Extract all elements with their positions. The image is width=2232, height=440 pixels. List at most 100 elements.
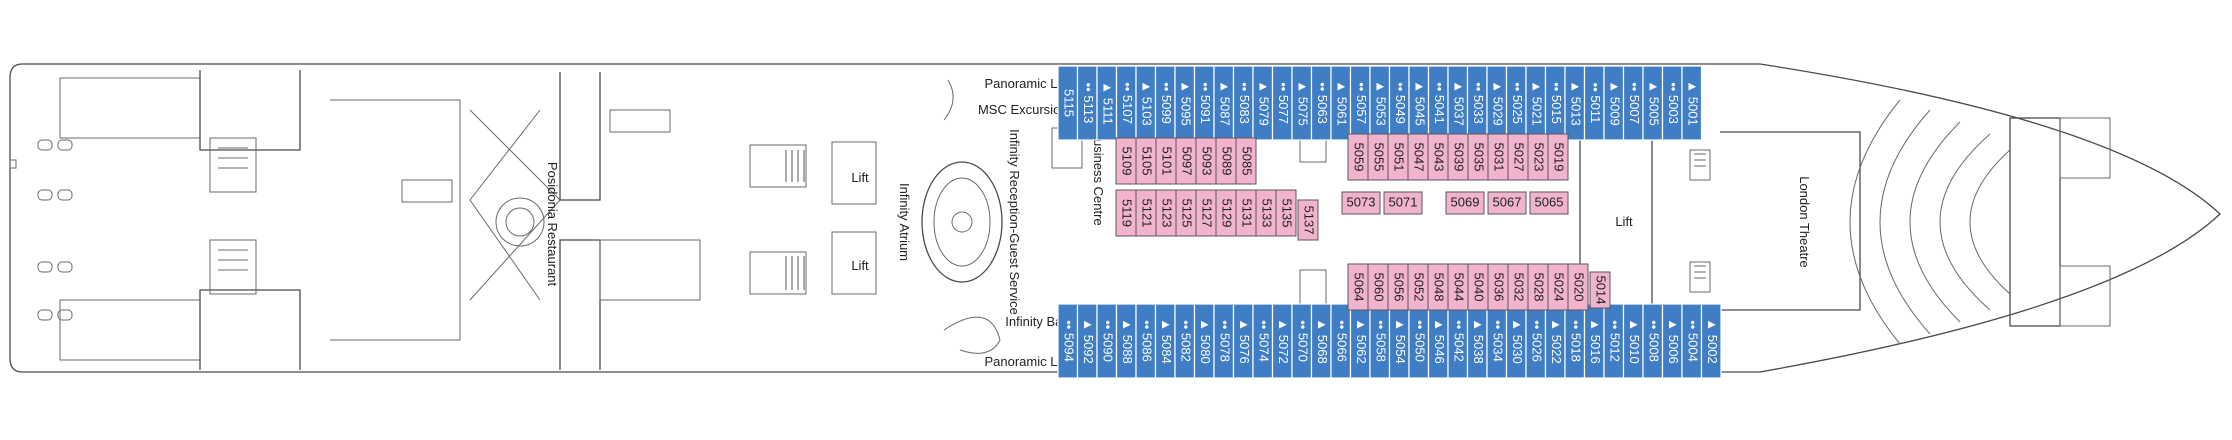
- inside-cabin-5035[interactable]: 5035: [1467, 133, 1489, 181]
- inside-cabin-5048[interactable]: 5048: [1427, 263, 1449, 311]
- inside-cabin-5065[interactable]: 5065: [1529, 191, 1569, 215]
- inside-cabin-5014[interactable]: 5014: [1589, 271, 1611, 309]
- outside-cabin-5034[interactable]: •• 5034: [1486, 303, 1508, 379]
- outside-cabin-5099[interactable]: •• 5099: [1154, 65, 1176, 141]
- outside-cabin-5088[interactable]: ▲ 5088: [1115, 303, 1137, 379]
- inside-cabin-5055[interactable]: 5055: [1367, 133, 1389, 181]
- inside-cabin-5067[interactable]: 5067: [1487, 191, 1527, 215]
- cabin-box[interactable]: [1589, 271, 1611, 309]
- outside-cabin-5003[interactable]: •• 5003: [1661, 65, 1683, 141]
- outside-cabin-5074[interactable]: •• 5074: [1252, 303, 1274, 379]
- outside-cabin-5018[interactable]: •• 5018: [1564, 303, 1586, 379]
- inside-cabin-5051[interactable]: 5051: [1387, 133, 1409, 181]
- outside-cabin-5042[interactable]: •• 5042: [1447, 303, 1469, 379]
- outside-cabin-5008[interactable]: •• 5008: [1642, 303, 1664, 379]
- inside-cabin-5129[interactable]: 5129: [1215, 189, 1237, 237]
- outside-cabin-5038[interactable]: ▲ 5038: [1466, 303, 1488, 379]
- outside-cabin-5057[interactable]: •• 5057: [1349, 65, 1371, 141]
- cabin-box[interactable]: [1681, 65, 1703, 141]
- outside-cabin-5025[interactable]: •• 5025: [1505, 65, 1527, 141]
- inside-cabin-5101[interactable]: 5101: [1155, 137, 1177, 185]
- cabin-box[interactable]: [1235, 137, 1257, 185]
- outside-cabin-5001[interactable]: ▲ 5001: [1681, 65, 1703, 141]
- outside-cabin-5091[interactable]: •• 5091: [1193, 65, 1215, 141]
- outside-cabin-5070[interactable]: •• 5070: [1291, 303, 1313, 379]
- outside-cabin-5045[interactable]: ▲ 5045: [1408, 65, 1430, 141]
- outside-cabin-5030[interactable]: ▲ 5030: [1505, 303, 1527, 379]
- inside-cabin-5031[interactable]: 5031: [1487, 133, 1509, 181]
- outside-cabin-5111[interactable]: ▲ 5111: [1096, 65, 1118, 141]
- inside-cabin-5125[interactable]: 5125: [1175, 189, 1197, 237]
- outside-cabin-5115[interactable]: 5115: [1057, 65, 1079, 141]
- outside-cabin-5103[interactable]: ▲ 5103: [1135, 65, 1157, 141]
- outside-cabin-5033[interactable]: •• 5033: [1466, 65, 1488, 141]
- outside-cabin-5021[interactable]: ▲ 5021: [1525, 65, 1547, 141]
- outside-cabin-5061[interactable]: ▲ 5061: [1330, 65, 1352, 141]
- cabin-box[interactable]: [1383, 191, 1423, 215]
- outside-cabin-5004[interactable]: •• 5004: [1681, 303, 1703, 379]
- outside-cabin-5086[interactable]: •• 5086: [1135, 303, 1157, 379]
- inside-cabin-5059[interactable]: 5059: [1347, 133, 1369, 181]
- outside-cabin-5062[interactable]: ▲ 5062: [1349, 303, 1371, 379]
- inside-cabin-5071[interactable]: 5071: [1383, 191, 1423, 215]
- cabin-box[interactable]: [1547, 133, 1569, 181]
- outside-cabin-5077[interactable]: •• 5077: [1271, 65, 1293, 141]
- inside-cabin-5123[interactable]: 5123: [1155, 189, 1177, 237]
- outside-cabin-5076[interactable]: ▲ 5076: [1232, 303, 1254, 379]
- cabin-box[interactable]: [1529, 191, 1569, 215]
- outside-cabin-5079[interactable]: ▲ 5079: [1252, 65, 1274, 141]
- inside-cabin-5135[interactable]: 5135: [1275, 189, 1297, 237]
- inside-cabin-5043[interactable]: 5043: [1427, 133, 1449, 181]
- outside-cabin-5113[interactable]: •• 5113: [1076, 65, 1098, 141]
- outside-cabin-5066[interactable]: •• 5066: [1330, 303, 1352, 379]
- inside-cabin-5105[interactable]: 5105: [1135, 137, 1157, 185]
- outside-cabin-5058[interactable]: •• 5058: [1369, 303, 1391, 379]
- outside-cabin-5053[interactable]: ▲ 5053: [1369, 65, 1391, 141]
- outside-cabin-5005[interactable]: ▲ 5005: [1642, 65, 1664, 141]
- inside-cabin-5047[interactable]: 5047: [1407, 133, 1429, 181]
- outside-cabin-5013[interactable]: ▲ 5013: [1564, 65, 1586, 141]
- cabin-box[interactable]: [1341, 191, 1381, 215]
- outside-cabin-5037[interactable]: ▲ 5037: [1447, 65, 1469, 141]
- outside-cabin-5007[interactable]: •• 5007: [1622, 65, 1644, 141]
- inside-cabin-5027[interactable]: 5027: [1507, 133, 1529, 181]
- inside-cabin-5039[interactable]: 5039: [1447, 133, 1469, 181]
- outside-cabin-5011[interactable]: •• 5011: [1583, 65, 1605, 141]
- outside-cabin-5015[interactable]: •• 5015: [1544, 65, 1566, 141]
- inside-cabin-5073[interactable]: 5073: [1341, 191, 1381, 215]
- cabin-box[interactable]: [1275, 189, 1297, 237]
- inside-cabin-5052[interactable]: 5052: [1407, 263, 1429, 311]
- cabin-box[interactable]: [1297, 199, 1319, 241]
- outside-cabin-5006[interactable]: ▲ 5006: [1661, 303, 1683, 379]
- outside-cabin-5050[interactable]: •• 5050: [1408, 303, 1430, 379]
- outside-cabin-5090[interactable]: •• 5090: [1096, 303, 1118, 379]
- outside-cabin-5026[interactable]: •• 5026: [1525, 303, 1547, 379]
- inside-cabin-5085[interactable]: 5085: [1235, 137, 1257, 185]
- inside-cabin-5064[interactable]: 5064: [1347, 263, 1369, 311]
- inside-cabin-5109[interactable]: 5109: [1115, 137, 1137, 185]
- inside-cabin-5119[interactable]: 5119: [1115, 189, 1137, 237]
- inside-cabin-5032[interactable]: 5032: [1507, 263, 1529, 311]
- outside-cabin-5107[interactable]: •• 5107: [1115, 65, 1137, 141]
- inside-cabin-5131[interactable]: 5131: [1235, 189, 1257, 237]
- outside-cabin-5075[interactable]: ▲ 5075: [1291, 65, 1313, 141]
- inside-cabin-5028[interactable]: 5028: [1527, 263, 1549, 311]
- outside-cabin-5029[interactable]: ▲ 5029: [1486, 65, 1508, 141]
- inside-cabin-5020[interactable]: 5020: [1567, 263, 1589, 311]
- inside-cabin-5040[interactable]: 5040: [1467, 263, 1489, 311]
- inside-cabin-5133[interactable]: 5133: [1255, 189, 1277, 237]
- inside-cabin-5121[interactable]: 5121: [1135, 189, 1157, 237]
- outside-cabin-5022[interactable]: ▲ 5022: [1544, 303, 1566, 379]
- inside-cabin-5093[interactable]: 5093: [1195, 137, 1217, 185]
- inside-cabin-5069[interactable]: 5069: [1445, 191, 1485, 215]
- outside-cabin-5094[interactable]: •• 5094: [1057, 303, 1079, 379]
- cabin-box[interactable]: [1487, 191, 1527, 215]
- outside-cabin-5012[interactable]: •• 5012: [1603, 303, 1625, 379]
- outside-cabin-5016[interactable]: ▲ 5016: [1583, 303, 1605, 379]
- outside-cabin-5010[interactable]: ▲ 5010: [1622, 303, 1644, 379]
- outside-cabin-5068[interactable]: ▲ 5068: [1310, 303, 1332, 379]
- outside-cabin-5092[interactable]: ▲ 5092: [1076, 303, 1098, 379]
- outside-cabin-5002[interactable]: ▲ 5002: [1700, 303, 1722, 379]
- outside-cabin-5041[interactable]: •• 5041: [1427, 65, 1449, 141]
- outside-cabin-5049[interactable]: •• 5049: [1388, 65, 1410, 141]
